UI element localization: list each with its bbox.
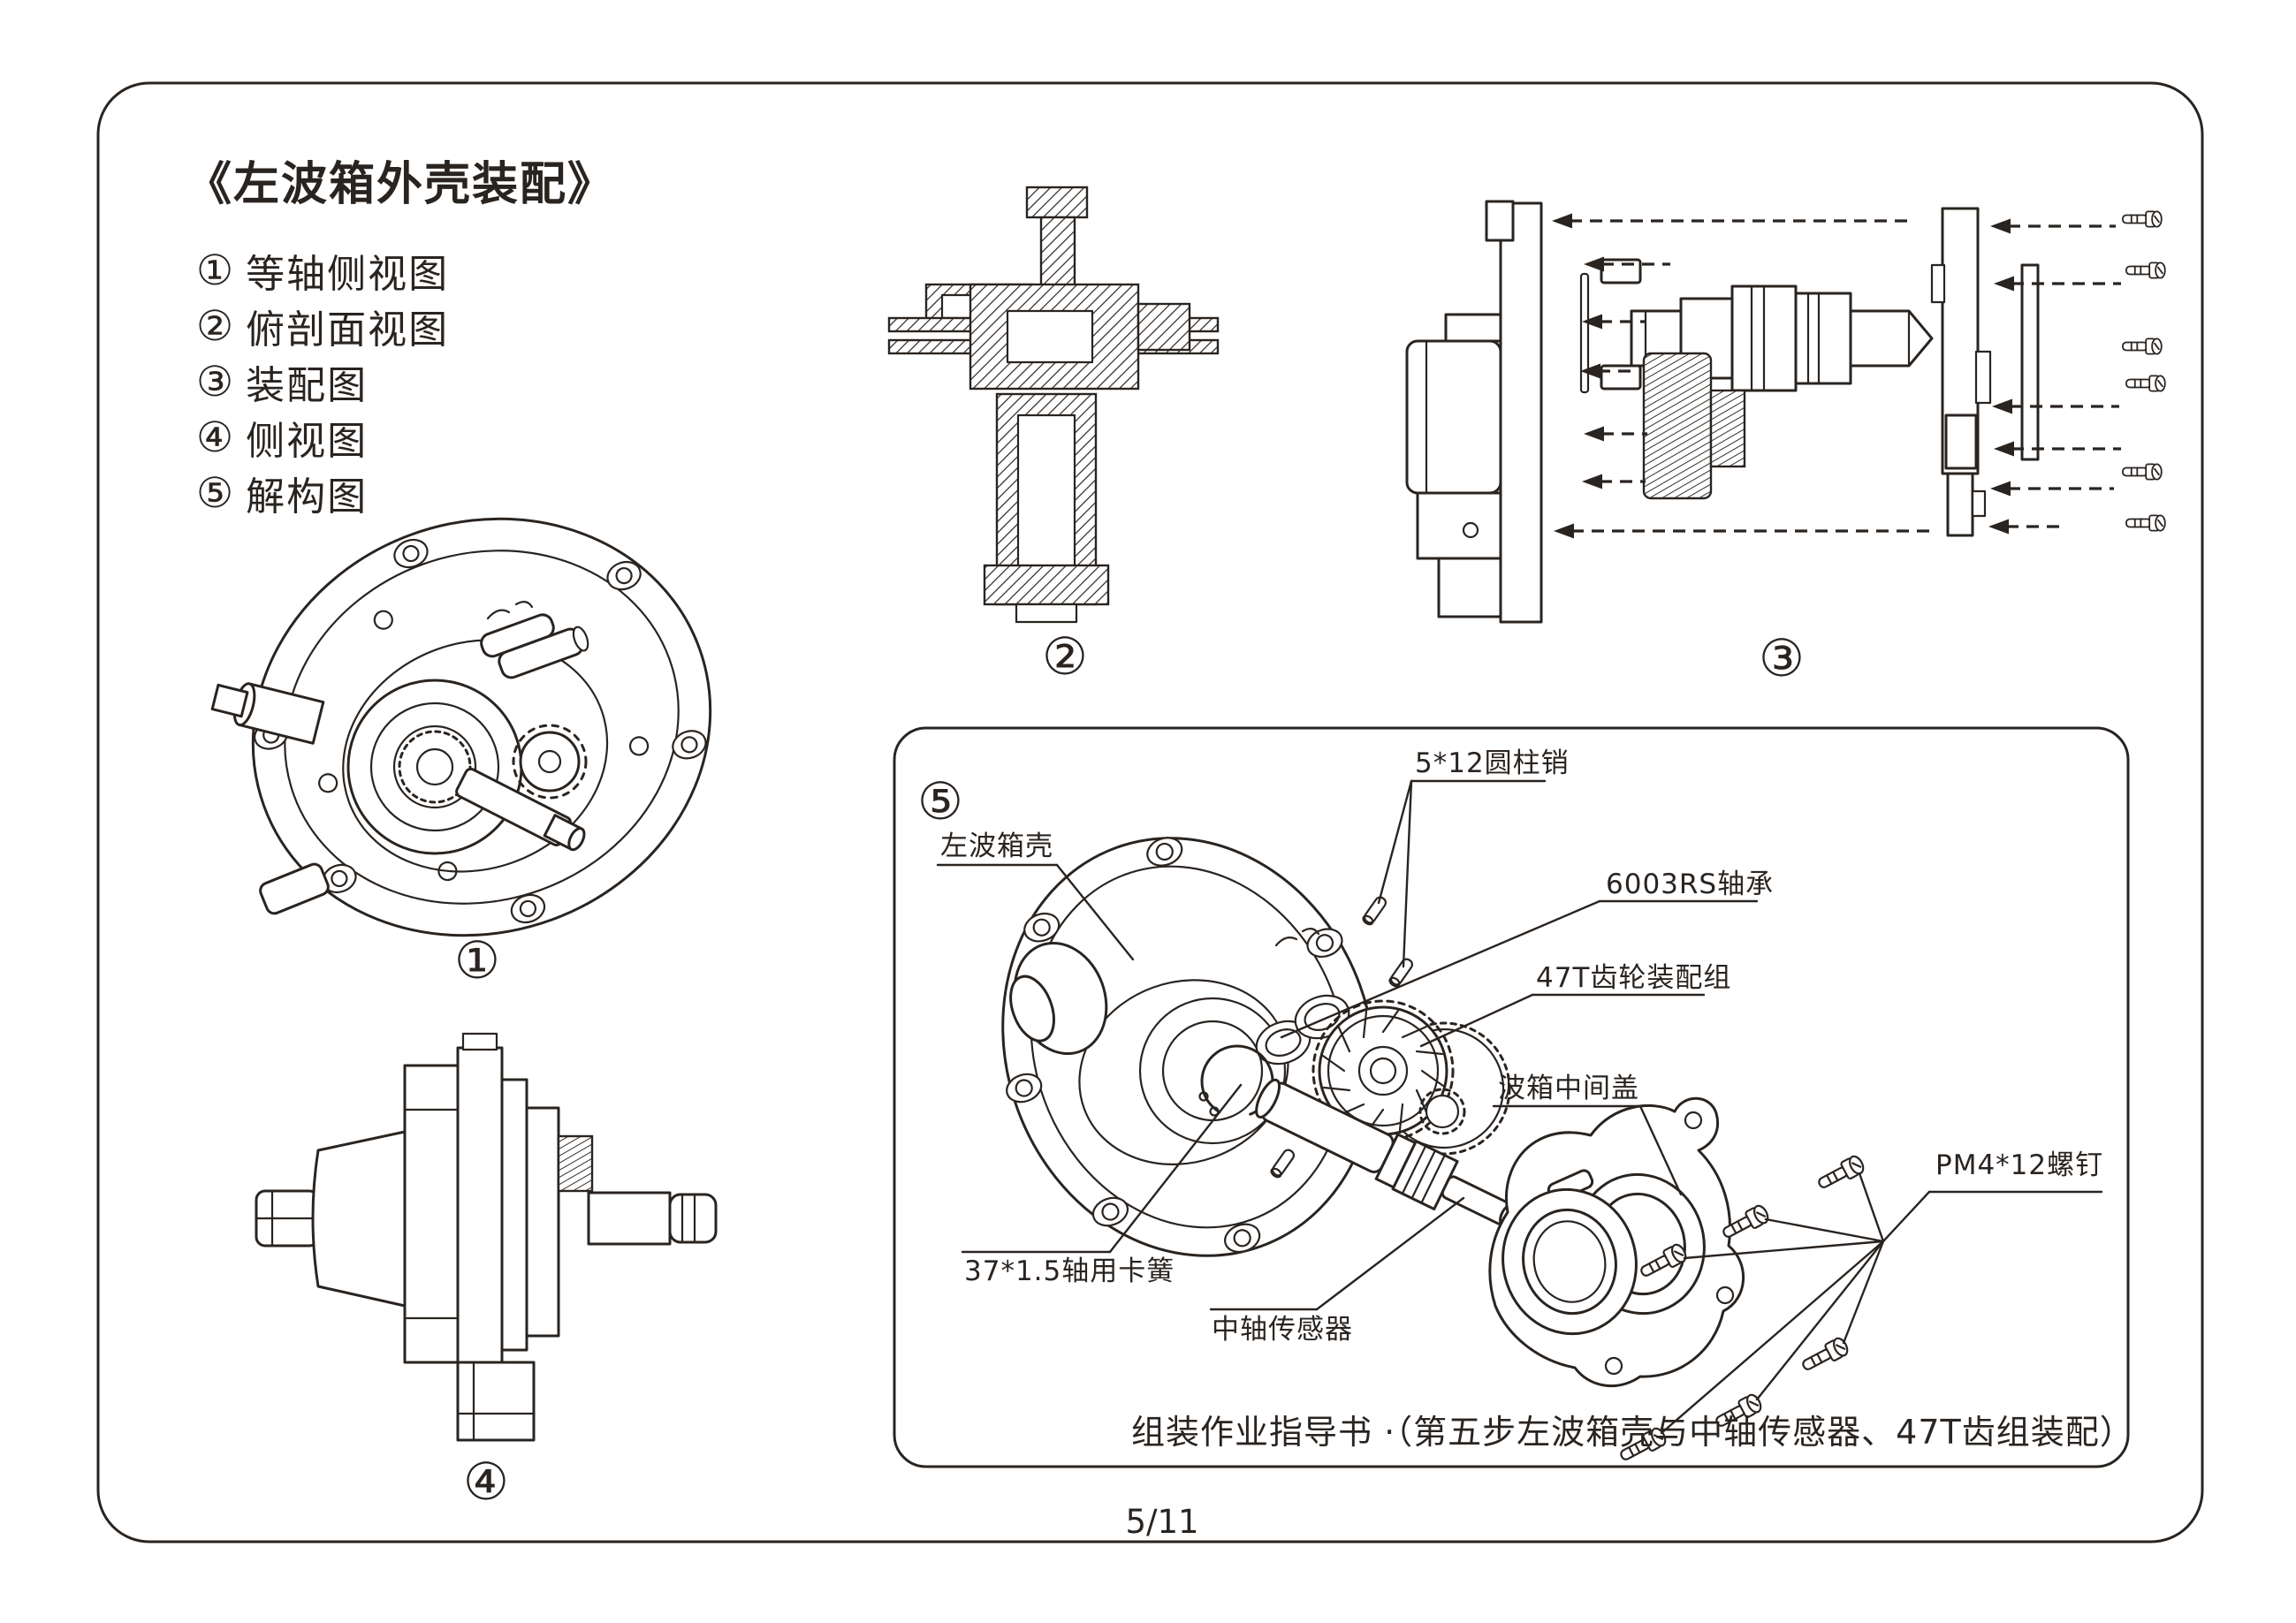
page-frame (96, 81, 2204, 1543)
view2-section-drawing (887, 186, 1220, 624)
callout-mid-cover-label: 波箱中间盖 (1498, 1073, 1639, 1104)
toc-item-3-label: 装配图 (246, 363, 369, 408)
callout-circlip-label: 37*1.5轴用卡簧 (964, 1255, 1175, 1287)
view3-assembly-drawing (1405, 200, 2166, 624)
view1-marker: ① (454, 930, 500, 990)
view5-marker: ⑤ (917, 771, 963, 831)
toc-item-4-num: ④ (196, 413, 234, 462)
exploded-panel-frame (893, 726, 2130, 1468)
callout-gear-set-label: 47T齿轮装配组 (1536, 962, 1732, 994)
toc-item-1-num: ① (196, 246, 234, 295)
toc-item-3: ③ 装配图 (196, 357, 368, 409)
toc-item-5-num: ⑤ (196, 468, 234, 518)
callout-leader-lines (936, 779, 2103, 1435)
toc-item-2-num: ② (196, 301, 234, 351)
view4-marker: ④ (463, 1452, 509, 1512)
assembly-caption: 组装作业指导书 ·（第五步左波箱壳与中轴传感器、47T齿组装配） (1131, 1413, 2134, 1452)
toc-item-5-label: 解构图 (246, 474, 369, 520)
view2-marker: ② (1042, 626, 1088, 686)
toc-item-4: ④ 侧视图 (196, 413, 368, 465)
view3-marker: ③ (1759, 628, 1805, 688)
view1-isometric-drawing (210, 517, 712, 937)
toc-item-1-label: 等轴侧视图 (246, 252, 450, 297)
callout-pin-label: 5*12圆柱销 (1415, 747, 1570, 779)
callout-shell-label: 左波箱壳 (940, 830, 1053, 862)
view4-side-drawing (255, 1032, 718, 1442)
view5-exploded-drawing (936, 779, 2103, 1467)
page-title: 《左波箱外壳装配》 (186, 158, 616, 211)
callout-bearing-label: 6003RS轴承 (1606, 868, 1775, 900)
callout-sensor-label: 中轴传感器 (1212, 1314, 1353, 1346)
toc-item-2-label: 俯剖面视图 (246, 307, 450, 353)
callout-screw-label: PM4*12螺钉 (1935, 1149, 2104, 1181)
toc-item-2: ② 俯剖面视图 (196, 301, 450, 353)
toc-item-5: ⑤ 解构图 (196, 468, 369, 520)
page-number: 5/11 (1125, 1503, 1199, 1541)
toc-item-4-label: 侧视图 (246, 419, 369, 464)
toc-item-1: ① 等轴侧视图 (196, 246, 449, 298)
toc-item-3-num: ③ (196, 357, 234, 406)
